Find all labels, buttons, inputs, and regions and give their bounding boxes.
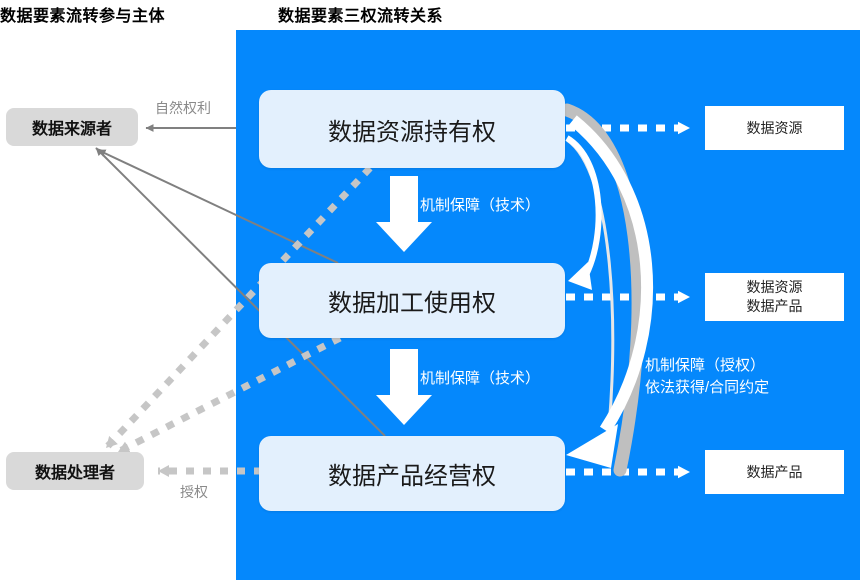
- label-authorization-line-2: 依法获得/合同约定: [645, 378, 770, 396]
- output-box-data-resource[interactable]: 数据资源: [705, 106, 844, 150]
- page-title-right: 数据要素三权流转关系: [278, 8, 444, 25]
- label-mechanism-technology-1: 机制保障（技术）: [420, 197, 541, 214]
- label-natural-right: 自然权利: [155, 100, 211, 116]
- block-arrow-hold-to-use: [376, 176, 432, 252]
- curved-arrow-white-hold-to-use: [565, 135, 602, 277]
- output-box-data-resource-product[interactable]: 数据资源 数据产品: [705, 273, 844, 321]
- rights-box-data-product-operation[interactable]: 数据产品经营权: [259, 436, 565, 511]
- party-data-processor[interactable]: 数据处理者: [6, 452, 144, 490]
- output-box-data-product[interactable]: 数据产品: [705, 450, 844, 494]
- label-authorization: 机制保障（授权） 依法获得/合同约定: [645, 355, 769, 399]
- output-line-1: 数据产品: [746, 463, 803, 480]
- output-line-1: 数据资源: [746, 119, 803, 136]
- rights-box-data-processing-use[interactable]: 数据加工使用权: [259, 263, 565, 338]
- block-arrow-use-to-operate: [376, 349, 432, 425]
- curved-arrow-white-hold-to-operate-head: [566, 424, 618, 468]
- curved-arrow-grey-thin-tail: [566, 138, 615, 466]
- page-title-left: 数据要素流转参与主体: [0, 8, 166, 25]
- dotted-line-use-to-processor: [116, 334, 342, 456]
- party-data-source[interactable]: 数据来源者: [6, 108, 138, 146]
- curved-arrow-white-hold-to-operate: [569, 115, 654, 434]
- curved-arrow-white-hold-to-use-head: [568, 262, 592, 290]
- output-line-1: 数据资源: [746, 279, 803, 296]
- dotted-line-hold-to-processor: [103, 165, 373, 451]
- line-operate-to-source: [95, 147, 386, 437]
- label-authorization-line-1: 机制保障（授权）: [645, 357, 766, 374]
- label-mechanism-technology-2: 机制保障（技术）: [420, 370, 541, 387]
- curved-arrow-grey-hold-to-operate: [560, 103, 645, 477]
- output-line-2: 数据产品: [746, 298, 803, 314]
- label-grant: 授权: [180, 484, 208, 500]
- rights-box-data-resource-holding[interactable]: 数据资源持有权: [259, 90, 565, 168]
